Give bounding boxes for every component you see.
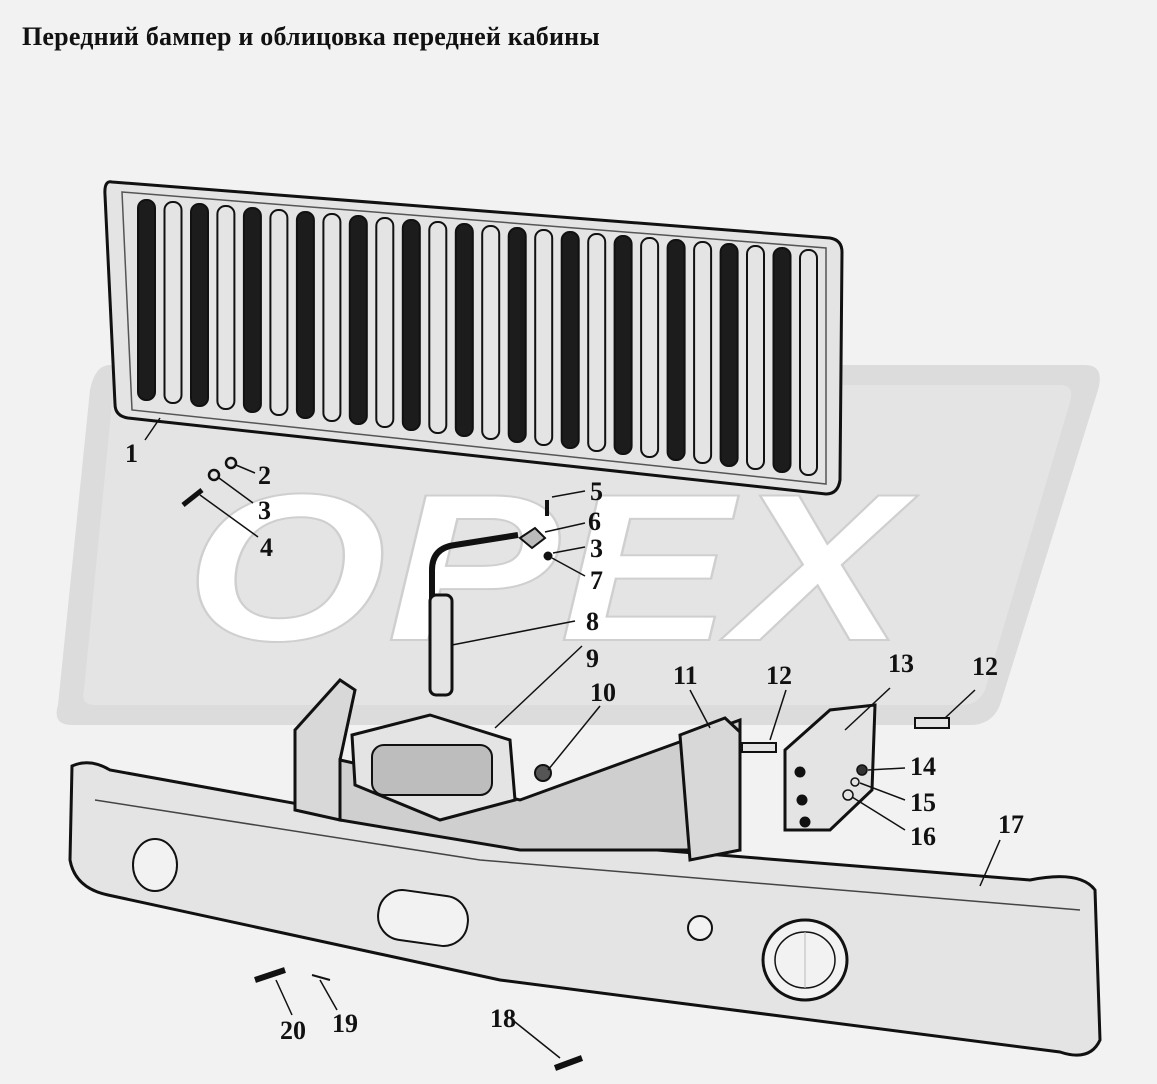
callout-17: 17 (998, 810, 1024, 839)
callout-9: 9 (586, 644, 599, 673)
grille-slot (640, 237, 660, 458)
grille-slot (613, 235, 633, 455)
grille-slot (428, 221, 448, 434)
washer-16-part (842, 789, 854, 801)
grille-slot (772, 247, 792, 473)
callout-12b: 12 (972, 652, 998, 681)
callout-20: 20 (280, 1016, 306, 1045)
spring-washer-15-part (850, 777, 860, 787)
bumper-left-hole (132, 838, 178, 892)
bolt-part (181, 488, 204, 507)
tow-hook-part (429, 532, 519, 600)
grille-slot (454, 223, 474, 437)
bracket-left-part (678, 716, 777, 862)
callout-8: 8 (586, 607, 599, 636)
bolt-12-right-part (914, 717, 950, 729)
nut-14-part (856, 764, 868, 776)
callout-11: 11 (673, 661, 698, 690)
hardware-5-8 (428, 490, 586, 697)
callout-18: 18 (490, 1004, 516, 1033)
grille-slots (137, 199, 818, 476)
clip-part (518, 526, 547, 550)
callout-3: 3 (258, 496, 271, 525)
grille-slot (481, 225, 501, 440)
grille-slot (719, 243, 739, 467)
grille-slot (269, 209, 289, 416)
grille-slot (799, 249, 818, 476)
grille-part (103, 180, 844, 496)
callout-12: 12 (766, 661, 792, 690)
hardware-2-4 (181, 456, 259, 538)
callout-7: 7 (590, 566, 603, 595)
grille-slot (190, 203, 209, 407)
grille-slot (587, 233, 607, 452)
callout-10: 10 (590, 678, 616, 707)
leader-lines (144, 417, 1001, 1059)
cotter-pin-part (311, 974, 331, 981)
callout-14: 14 (910, 752, 936, 781)
grille-slot (666, 239, 686, 461)
grille-slot (534, 229, 554, 446)
spring-washer-part (207, 468, 221, 482)
hook-bracket-part (293, 678, 742, 852)
grille-slot (507, 227, 527, 443)
callouts: 1 2 3 4 5 6 3 7 8 9 10 11 12 13 12 14 15… (125, 439, 1024, 1045)
bumper-small-hole (687, 915, 713, 941)
grille-slot (746, 245, 765, 470)
bumper-part (68, 761, 1102, 1057)
grille-slot (295, 211, 315, 419)
callout-15: 15 (910, 788, 936, 817)
grille-slot (322, 213, 342, 422)
callout-4: 4 (260, 533, 273, 562)
callout-16: 16 (910, 822, 936, 851)
grille-slot (375, 217, 395, 428)
callout-13: 13 (888, 649, 914, 678)
grille-slot (693, 241, 713, 464)
hardware-18-20 (254, 967, 584, 1071)
callout-5: 5 (590, 477, 603, 506)
grille-slot (401, 219, 421, 431)
grille-slot (242, 207, 262, 413)
pin-part (254, 967, 286, 983)
callout-6: 6 (588, 507, 601, 536)
callout-1: 1 (125, 439, 138, 468)
nut-10-part (534, 764, 552, 782)
grille-slot (560, 231, 580, 449)
callout-19: 19 (332, 1009, 358, 1038)
grille-slot (163, 201, 183, 404)
bumper-center-slot (377, 889, 469, 947)
grille-slot (216, 205, 236, 410)
bracket-right-part (783, 703, 950, 832)
bolt-12-part (741, 742, 777, 753)
grille-slot (137, 199, 156, 401)
washer-part (224, 456, 238, 470)
bolt-18-part (553, 1055, 584, 1071)
grille-slot (348, 215, 368, 425)
page-title: Передний бампер и облицовка передней каб… (22, 22, 600, 51)
callout-2: 2 (258, 461, 271, 490)
nut-part (543, 551, 553, 561)
callout-3b: 3 (590, 534, 603, 563)
